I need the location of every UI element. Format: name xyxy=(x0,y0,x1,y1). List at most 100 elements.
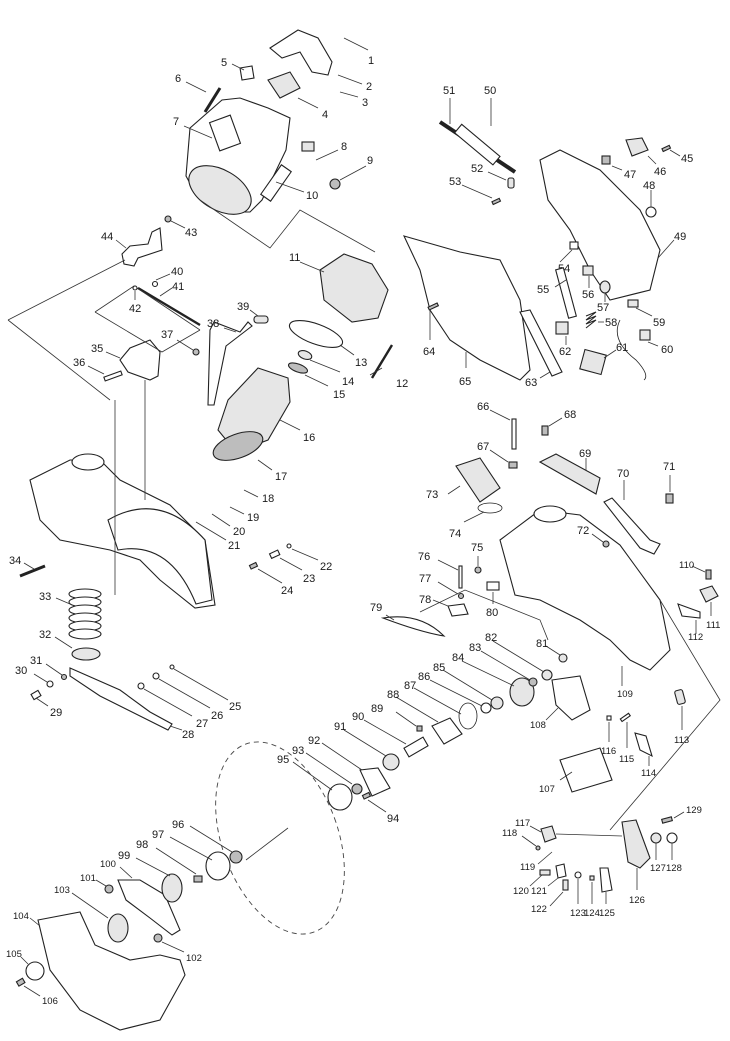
callout-110: 110 xyxy=(679,560,694,571)
bearing-14 xyxy=(297,349,313,361)
field-coil xyxy=(319,253,389,323)
callout-118: 118 xyxy=(502,828,517,839)
callout-22: 22 xyxy=(320,561,332,573)
arm-holder xyxy=(499,509,671,671)
bearing-82 xyxy=(541,669,553,681)
cover-105 xyxy=(25,961,45,981)
lever-70 xyxy=(603,497,661,555)
callout-33: 33 xyxy=(39,591,51,603)
callout-76: 76 xyxy=(418,551,430,563)
callout-78: 78 xyxy=(419,594,431,606)
callout-123: 123 xyxy=(570,908,586,919)
callout-112: 112 xyxy=(688,632,703,643)
callout-75: 75 xyxy=(471,542,483,554)
callout-109: 109 xyxy=(617,689,633,700)
callout-29: 29 xyxy=(50,707,62,719)
lever-63 xyxy=(519,309,563,377)
inner-flange-95 xyxy=(327,783,353,811)
callout-124: 124 xyxy=(584,908,600,919)
tube-50 xyxy=(453,123,501,166)
callouts: 1 2 3 4 5 6 7 8 9 10 11 12 13 14 15 16 1… xyxy=(6,37,720,1007)
callout-11: 11 xyxy=(289,252,300,264)
callout-10: 10 xyxy=(306,190,318,202)
callout-40: 40 xyxy=(171,266,183,278)
callout-23: 23 xyxy=(303,573,315,585)
callout-59: 59 xyxy=(653,317,665,329)
callout-39: 39 xyxy=(237,301,249,313)
callout-58: 58 xyxy=(605,317,617,329)
callout-4: 4 xyxy=(322,109,328,121)
callout-7: 7 xyxy=(173,116,179,128)
callout-101: 101 xyxy=(80,873,96,884)
callout-100: 100 xyxy=(100,859,116,870)
guard-plate-100 xyxy=(117,879,181,936)
callout-104: 104 xyxy=(13,911,29,922)
brush-carbon xyxy=(301,141,315,152)
part-drawings xyxy=(19,29,671,1031)
callout-35: 35 xyxy=(91,343,103,355)
callout-80: 80 xyxy=(486,607,498,619)
callout-18: 18 xyxy=(262,493,274,505)
callout-66: 66 xyxy=(477,401,489,413)
callout-46: 46 xyxy=(654,166,666,178)
callout-20: 20 xyxy=(233,526,245,538)
callout-32: 32 xyxy=(39,629,51,641)
arm-boss xyxy=(533,505,567,523)
callout-129: 129 xyxy=(686,805,702,816)
bearing-93 xyxy=(351,783,363,795)
callout-84: 84 xyxy=(452,652,464,664)
callout-67: 67 xyxy=(477,441,489,453)
button-47 xyxy=(601,155,611,165)
callout-48: 48 xyxy=(643,180,655,192)
callout-9: 9 xyxy=(367,155,373,167)
callout-116: 116 xyxy=(601,746,616,757)
callout-91: 91 xyxy=(334,721,346,733)
callout-14: 14 xyxy=(342,376,354,388)
safety-guard-104 xyxy=(37,911,186,1031)
screw-6 xyxy=(203,87,222,113)
switch-46 xyxy=(625,137,649,157)
callout-52: 52 xyxy=(471,163,483,175)
o-ring-87 xyxy=(458,702,478,730)
callout-56: 56 xyxy=(582,289,594,301)
callout-34: 34 xyxy=(9,555,21,567)
callout-24: 24 xyxy=(281,585,293,597)
switch-61 xyxy=(579,348,607,376)
callout-108: 108 xyxy=(530,720,546,731)
housing-handle xyxy=(208,114,242,152)
callout-113: 113 xyxy=(674,735,689,746)
brush-cover xyxy=(269,29,333,76)
callout-21: 21 xyxy=(228,540,240,552)
spring-103 xyxy=(107,913,129,943)
ring-83 xyxy=(528,677,538,687)
cap-nut xyxy=(329,178,341,190)
brush-part-5 xyxy=(239,65,255,81)
callout-30: 30 xyxy=(15,665,27,677)
plate-88 xyxy=(431,717,463,745)
callout-36: 36 xyxy=(73,357,85,369)
callout-126: 126 xyxy=(629,895,645,906)
spindle-90 xyxy=(403,736,429,758)
callout-5: 5 xyxy=(221,57,227,69)
armature-gear xyxy=(212,431,264,461)
callout-53: 53 xyxy=(449,176,461,188)
callout-125: 125 xyxy=(599,908,615,919)
housing-boss xyxy=(71,453,105,471)
bracket-44 xyxy=(121,227,163,267)
callout-26: 26 xyxy=(211,710,223,722)
callout-119: 119 xyxy=(520,862,535,873)
group-outlines xyxy=(7,199,721,861)
callout-28: 28 xyxy=(182,729,194,741)
callout-19: 19 xyxy=(247,512,259,524)
callout-115: 115 xyxy=(619,754,634,765)
callout-45: 45 xyxy=(681,153,693,165)
callout-31: 31 xyxy=(30,655,42,667)
sensor-125 xyxy=(599,867,613,893)
callout-43: 43 xyxy=(185,227,197,239)
callout-120: 120 xyxy=(513,886,529,897)
callout-105: 105 xyxy=(6,949,22,960)
callout-103: 103 xyxy=(54,885,70,896)
callout-111: 111 xyxy=(706,620,720,631)
callout-62: 62 xyxy=(559,346,571,358)
